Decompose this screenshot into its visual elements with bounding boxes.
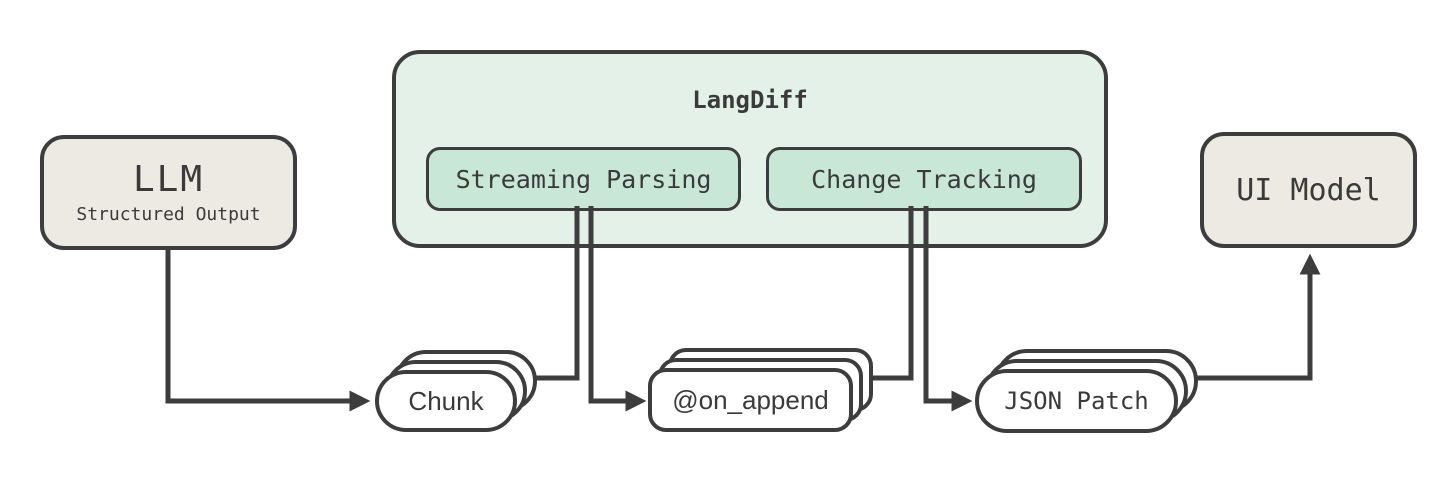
on-append-label: @on_append (672, 384, 829, 415)
langdiff-container: LangDiff Streaming Parsing Change Tracki… (392, 50, 1108, 248)
llm-node: LLM Structured Output (40, 135, 297, 250)
change-tracking-label: Change Tracking (811, 164, 1037, 194)
llm-title: LLM (132, 159, 205, 201)
json-patch-label: JSON Patch (1004, 387, 1149, 415)
ui-model-node: UI Model (1200, 132, 1417, 248)
chunk-card: Chunk (375, 370, 517, 432)
arrow-llm-to-chunk (165, 250, 371, 412)
langdiff-title: LangDiff (692, 86, 808, 114)
streaming-parsing-label: Streaming Parsing (455, 164, 712, 194)
change-tracking-module: Change Tracking (766, 147, 1082, 211)
streaming-parsing-module: Streaming Parsing (426, 147, 741, 211)
on-append-card: @on_append (648, 368, 853, 432)
llm-subtitle: Structured Output (76, 203, 261, 225)
ui-model-title: UI Model (1236, 172, 1381, 208)
json-patch-card: JSON Patch (975, 369, 1178, 433)
chunk-label: Chunk (408, 385, 484, 416)
